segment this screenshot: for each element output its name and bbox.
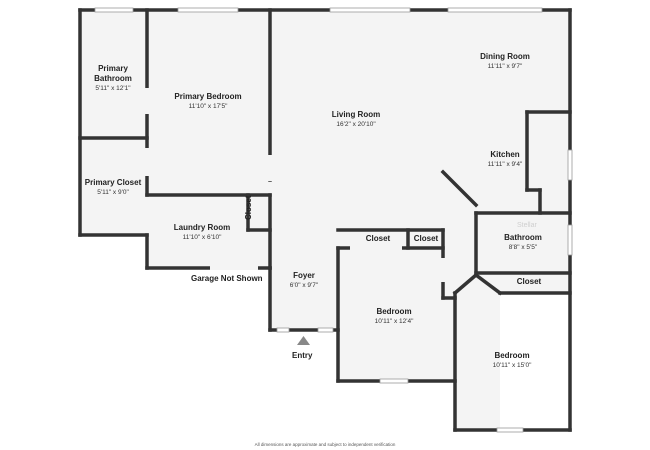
room-closet-3: Closet xyxy=(517,277,541,287)
room-name: Foyer xyxy=(293,271,315,280)
footer-disclaimer: All dimensions are approximate and subje… xyxy=(254,442,396,447)
room-name: Bedroom xyxy=(494,351,530,360)
room-dims: 6'0" x 9'7" xyxy=(289,282,319,289)
floor-area xyxy=(80,10,570,430)
room-primary-bathroom: Primary Bathroom 5'11" x 12'1" xyxy=(94,64,132,93)
room-name: Living Room xyxy=(331,110,381,119)
room-kitchen: Kitchen 11'11" x 9'4" xyxy=(488,150,523,169)
room-dims: 8'8" x 5'5" xyxy=(508,244,538,251)
room-primary-closet: Primary Closet 5'11" x 9'0" xyxy=(85,178,141,197)
room-dining-room: Dining Room 11'11" x 9'7" xyxy=(480,52,530,71)
room-name: Kitchen xyxy=(490,150,520,159)
room-dims: 11'11" x 9'7" xyxy=(487,63,523,70)
room-living-room: Living Room 16'2" x 20'10" xyxy=(332,110,380,129)
watermark: Stellar xyxy=(517,222,537,229)
room-bedroom-1: Bedroom 10'11" x 12'4" xyxy=(375,307,414,326)
room-closet-2: Closet xyxy=(414,234,438,244)
garage-note: Garage Not Shown xyxy=(191,274,263,283)
room-primary-bedroom: Primary Bedroom 11'10" x 17'5" xyxy=(174,92,241,111)
room-name: Closet xyxy=(365,234,391,243)
room-foyer: Foyer 6'0" x 9'7" xyxy=(290,271,318,290)
room-name: Primary Bedroom xyxy=(174,92,242,101)
room-dims: 11'10" x 6'10" xyxy=(182,234,222,241)
room-dims: 16'2" x 20'10" xyxy=(336,121,376,128)
room-name: Primary Bathroom xyxy=(94,64,132,83)
room-name: Laundry Room xyxy=(173,223,231,232)
entry-label: Entry xyxy=(292,351,313,360)
room-bedroom-2: Bedroom 10'11" x 15'0" xyxy=(493,351,532,370)
room-name: Closet xyxy=(413,234,439,243)
room-name: Dining Room xyxy=(480,52,530,61)
room-dims: 11'11" x 9'4" xyxy=(487,161,523,168)
openings xyxy=(145,88,445,282)
windows xyxy=(94,7,573,433)
room-dims: 11'10" x 17'5" xyxy=(188,103,228,110)
room-dims: 5'11" x 9'0" xyxy=(97,189,129,196)
room-name: Primary Closet xyxy=(84,178,142,187)
room-dims: 10'11" x 15'0" xyxy=(492,362,532,369)
room-name: Bathroom xyxy=(504,233,542,242)
room-bathroom: Bathroom 8'8" x 5'5" xyxy=(504,233,542,252)
room-name: Closet xyxy=(244,195,253,220)
entry-arrow-icon xyxy=(297,336,310,345)
room-name: Closet xyxy=(516,277,542,286)
room-dims: 10'11" x 12'4" xyxy=(374,318,414,325)
room-laundry-room: Laundry Room 11'10" x 6'10" xyxy=(174,223,230,242)
room-closet-laundry: Closet xyxy=(244,196,264,226)
room-closet-1: Closet xyxy=(366,234,390,244)
room-dims: 5'11" x 12'1" xyxy=(95,85,131,92)
room-name: Bedroom xyxy=(376,307,412,316)
